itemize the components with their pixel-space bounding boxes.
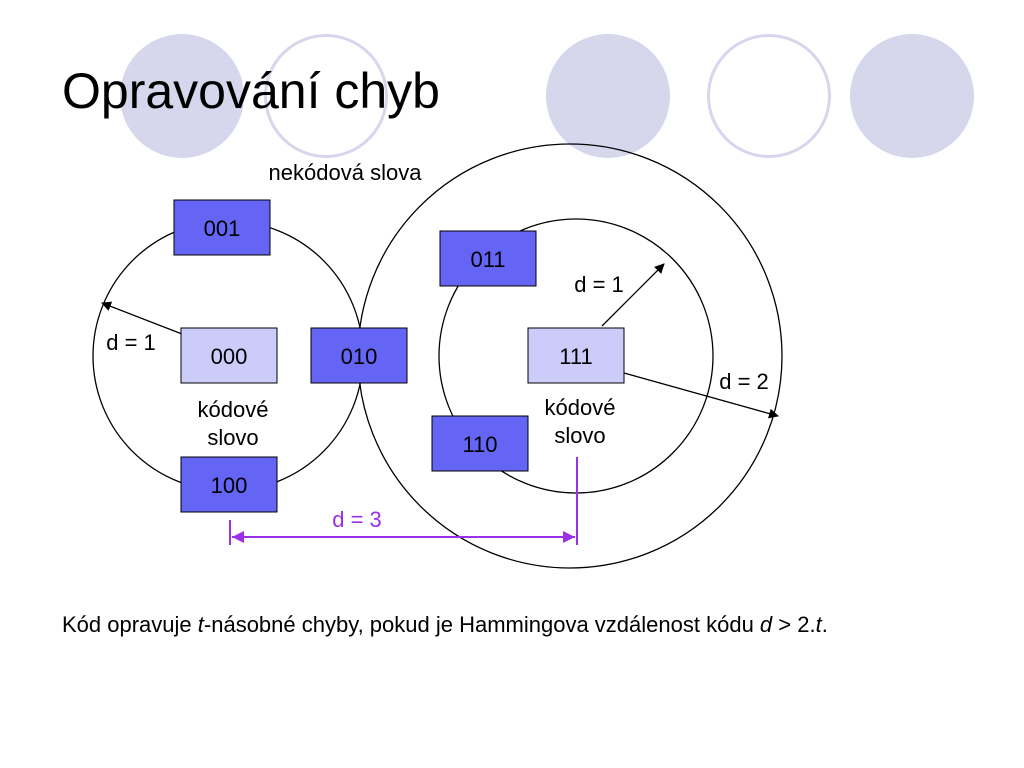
svg-text:010: 010 <box>341 344 378 369</box>
node-100: 100 <box>180 456 278 513</box>
svg-text:000: 000 <box>211 344 248 369</box>
node-000: 000 <box>180 327 278 384</box>
right-codeword-label-line2: slovo <box>554 423 605 448</box>
decor-circle-3 <box>546 34 670 158</box>
left-radius-arrow <box>101 301 183 335</box>
svg-text:100: 100 <box>211 473 248 498</box>
non-codewords-label: nekódová slova <box>269 160 423 185</box>
slide-title: Opravování chyb <box>62 63 440 119</box>
decor-circle-5 <box>850 34 974 158</box>
inner-distance-label: d = 1 <box>574 272 624 297</box>
node-111: 111 <box>527 327 625 384</box>
caption: Kód opravuje t-násobné chyby, pokud je H… <box>62 612 828 637</box>
svg-text:001: 001 <box>204 216 241 241</box>
node-011: 011 <box>439 230 537 287</box>
codeword-distance-marker <box>229 457 578 545</box>
outer-radius-arrow <box>623 372 779 419</box>
hamming-diagram: 001 000 100 010 011 111 110 nekódová slo… <box>92 143 783 569</box>
codeword-distance-label: d = 3 <box>332 507 382 532</box>
decor-circle-2 <box>264 34 388 158</box>
left-codeword-label-line1: kódové <box>198 397 269 422</box>
node-110: 110 <box>431 415 529 472</box>
svg-text:011: 011 <box>470 247 505 272</box>
outer-distance-label: d = 2 <box>719 369 769 394</box>
right-codeword-label-line1: kódové <box>545 395 616 420</box>
decor-circle-4 <box>707 34 831 158</box>
decor-circle-1 <box>120 34 244 158</box>
node-010: 010 <box>310 327 408 384</box>
svg-text:111: 111 <box>559 344 592 369</box>
inner-radius-arrow <box>601 263 665 327</box>
node-001: 001 <box>173 199 271 256</box>
svg-text:110: 110 <box>462 432 497 457</box>
left-distance-label: d = 1 <box>106 330 156 355</box>
left-codeword-label-line2: slovo <box>207 425 258 450</box>
